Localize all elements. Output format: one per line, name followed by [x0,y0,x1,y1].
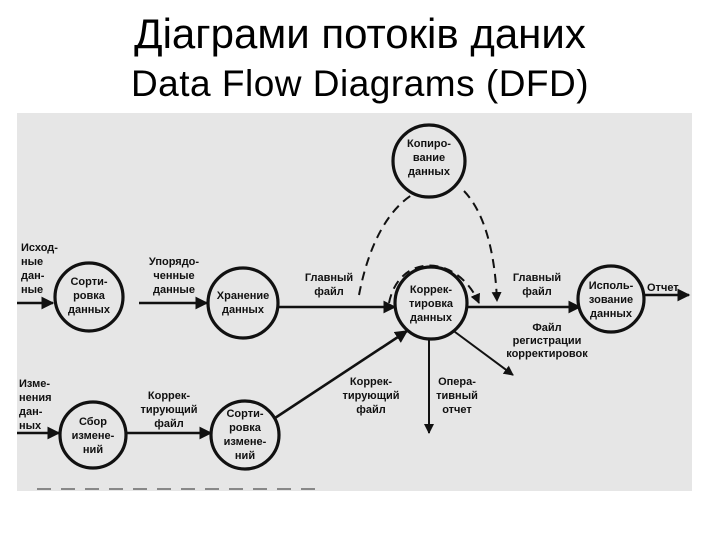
process-store-label-1: Хранение [217,290,269,302]
process-sort-data-label-2: ровка [73,290,106,302]
label-source-data-3: дан- [21,270,45,282]
process-correct-data: Коррек- тировка данных [393,265,469,341]
title-ukrainian: Діаграми потоків даних [134,10,586,57]
process-correct-label-2: тировка [409,298,454,310]
label-correcting-file-upper-1: Коррек- [350,376,392,388]
label-master-file-2-a: Главный [513,272,561,284]
label-correcting-file-lower-1: Коррек- [148,390,190,402]
label-source-data-4: ные [21,284,43,296]
label-changes-1: Изме- [19,378,50,390]
label-ordered-data-1: Упорядо- [149,256,199,268]
process-use-label-3: данных [590,308,633,320]
title-english: Data Flow Diagrams (DFD) [130,63,590,104]
process-sort-data: Сорти- ровка данных [53,261,125,333]
process-collect-label-3: ний [83,444,103,456]
process-use-data: Исполь- зование данных [576,264,646,334]
label-correcting-file-upper-3: файл [356,404,386,416]
dashed-flow-from-copy [463,190,502,302]
process-collect-label-2: измене- [72,430,115,442]
label-master-file-2: Главный файл [513,272,561,298]
process-sort-data-label-3: данных [68,304,111,316]
label-operative-report-2: тивный [436,390,478,402]
process-copy-label-2: вание [413,152,445,164]
label-changes-3: дан- [19,406,43,418]
process-correct-label-3: данных [410,312,453,324]
process-use-label-1: Исполь- [589,280,634,292]
label-ordered-data-2: ченные [153,270,194,282]
label-log-file-1: Файл [532,322,561,334]
process-sort-changes-label-4: ний [235,450,255,462]
flow-log-file [450,328,514,376]
label-operative-report: Опера- тивный отчет [436,376,478,416]
label-master-file-1: Главный файл [305,272,353,298]
label-correcting-file-lower: Коррек- тирующий файл [140,390,197,430]
process-correct-label-1: Коррек- [410,284,452,296]
label-master-file-1-a: Главный [305,272,353,284]
process-copy-label-3: данных [408,166,451,178]
label-changes-2: нения [19,392,52,404]
dfd-diagram: Копиро- вание данных Сорти- ровка данных… [17,113,692,491]
process-copy-label-1: Копиро- [407,138,451,150]
label-operative-report-3: отчет [442,404,472,416]
dashed-flow-to-copy [358,192,416,296]
label-master-file-1-b: файл [314,286,344,298]
process-store-data: Хранение данных [206,266,280,340]
process-sort-changes-label-2: ровка [229,422,262,434]
label-log-file: Файл регистрации корректировок [506,322,588,360]
process-sort-data-label-1: Сорти- [70,276,107,288]
process-use-label-2: зование [589,294,633,306]
label-log-file-3: корректировок [506,348,588,360]
process-sort-changes: Сорти- ровка измене- ний [209,399,281,471]
label-correcting-file-upper-2: тирующий [342,390,399,402]
label-correcting-file-upper: Коррек- тирующий файл [342,376,399,416]
process-copy-data: Копиро- вание данных [391,123,467,199]
label-ordered-data: Упорядо- ченные данные [149,256,199,296]
process-collect-changes: Сбор измене- ний [58,400,128,470]
label-ordered-data-3: данные [153,284,195,296]
label-changes-4: ных [19,420,42,432]
label-source-data: Исход- ные дан- ные [21,242,58,296]
label-log-file-2: регистрации [513,335,582,347]
label-correcting-file-lower-3: файл [154,418,184,430]
label-operative-report-1: Опера- [438,376,476,388]
label-master-file-2-b: файл [522,286,552,298]
process-sort-changes-label-3: измене- [224,436,267,448]
process-collect-label-1: Сбор [79,416,107,428]
label-source-data-2: ные [21,256,43,268]
label-correcting-file-lower-2: тирующий [140,404,197,416]
label-changes: Изме- нения дан- ных [19,378,52,432]
flow-correcting-file-2 [274,329,409,420]
label-source-data-1: Исход- [21,242,58,254]
label-report: Отчет [647,282,679,294]
process-sort-changes-label-1: Сорти- [226,408,263,420]
process-store-label-2: данных [222,304,265,316]
